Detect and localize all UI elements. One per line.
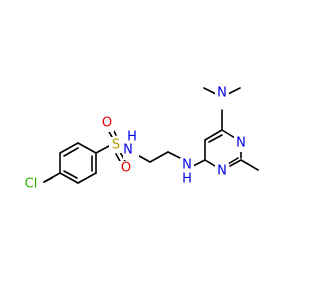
pyrimidine-nitrogen-1: N — [236, 136, 246, 151]
amine-hydrogen: H — [182, 172, 192, 187]
bond — [229, 159, 242, 167]
molecule-canvas: Cl S O O H N N H N N — [20, 85, 259, 192]
dimethylamino-nitrogen: N — [217, 86, 227, 101]
amine-nitrogen: N — [182, 158, 192, 173]
bond — [240, 159, 259, 171]
bond — [63, 170, 78, 179]
bond — [208, 134, 223, 143]
bond — [43, 177, 53, 183]
bond — [203, 87, 217, 95]
bond — [204, 129, 223, 141]
sulfonamide-nitrogen: N — [123, 143, 133, 158]
bond — [95, 145, 110, 154]
bond — [192, 159, 206, 167]
pyrimidine-nitrogen-2: N — [217, 164, 227, 179]
atom-labels: Cl S O O H N N H N N — [20, 85, 248, 192]
sulfonamide-hydrogen: H — [127, 130, 137, 145]
bond — [59, 142, 79, 154]
oxygen-atom-bottom: O — [121, 161, 131, 176]
bond — [77, 142, 97, 154]
oxygen-atom-top: O — [102, 116, 112, 131]
bond — [149, 151, 169, 163]
sulfur-atom: S — [112, 138, 120, 153]
bond — [77, 172, 97, 184]
bond — [227, 87, 241, 95]
structure-drawing: Cl S O O H N N H N N — [20, 85, 259, 192]
bond — [227, 157, 239, 165]
bond — [204, 159, 216, 167]
chlorine-atom: Cl — [25, 177, 38, 192]
bond — [221, 129, 236, 139]
bond — [63, 147, 79, 157]
bond — [167, 151, 181, 159]
bond — [59, 172, 79, 184]
